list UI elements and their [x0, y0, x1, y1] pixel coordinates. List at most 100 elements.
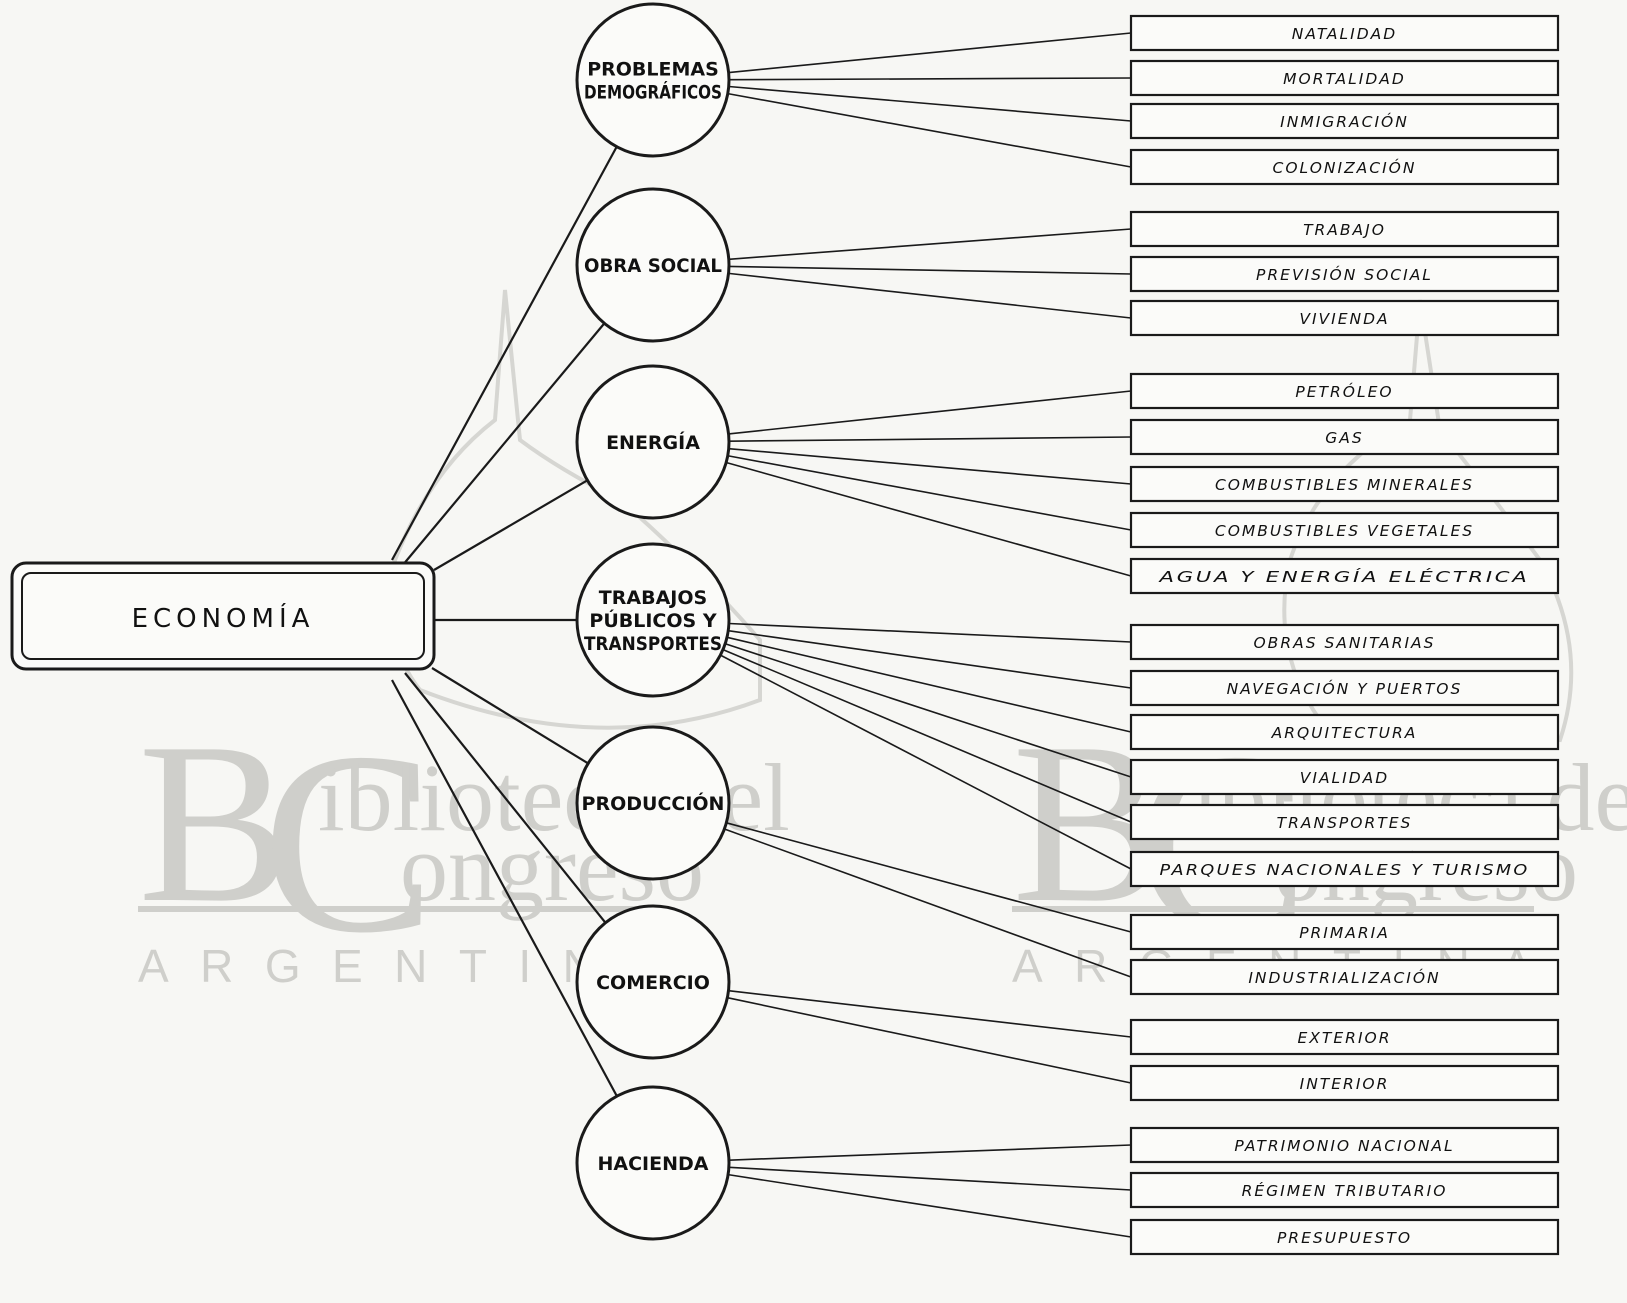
- leaf-box: [1129, 14, 1560, 52]
- connector-root-to-category: [431, 667, 589, 765]
- leaf-label: TRANSPORTES: [1277, 814, 1413, 832]
- connector-root-to-category: [401, 322, 606, 567]
- leaf-label: MORTALIDAD: [1283, 70, 1406, 88]
- leaf-label: AGUA Y ENERGÍA ELÉCTRICA: [1158, 567, 1529, 586]
- leaf-node: NATALIDAD: [1129, 14, 1560, 52]
- leaf-nodes: NATALIDADMORTALIDADINMIGRACIÓNCOLONIZACI…: [1129, 14, 1560, 1256]
- leaf-label: TRABAJO: [1303, 221, 1386, 239]
- category-label: TRANSPORTES: [584, 633, 722, 655]
- watermark-letter-c-left: C: [262, 699, 435, 987]
- leaf-label: ARQUITECTURA: [1271, 724, 1418, 742]
- connector-root-to-category: [404, 672, 607, 924]
- category-node: OBRA SOCIAL: [575, 187, 731, 343]
- leaf-label: COLONIZACIÓN: [1273, 158, 1417, 177]
- connector-category-to-leaf: [728, 622, 1132, 643]
- category-label: ENERGÍA: [606, 431, 700, 454]
- leaf-node: VIVIENDA: [1129, 299, 1560, 337]
- leaf-label: EXTERIOR: [1298, 1029, 1392, 1047]
- leaf-label: PREVISIÓN SOCIAL: [1256, 265, 1433, 284]
- connector-category-to-leaf: [728, 989, 1132, 1038]
- leaf-node: NAVEGACIÓN Y PUERTOS: [1129, 669, 1560, 707]
- leaf-box: [1129, 758, 1560, 796]
- leaf-box: [1129, 1126, 1560, 1164]
- leaf-label: RÉGIMEN TRIBUTARIO: [1242, 1181, 1448, 1200]
- leaf-box: [1129, 255, 1560, 293]
- category-circle: [575, 725, 731, 881]
- leaf-box: [1129, 418, 1560, 456]
- connector-category-to-leaf: [725, 461, 1132, 577]
- leaf-box: [1129, 913, 1560, 951]
- leaf-box: [1129, 1171, 1560, 1209]
- category-node: ENERGÍA: [575, 364, 731, 520]
- leaf-box: [1129, 669, 1560, 707]
- root-box-outer: [10, 561, 436, 671]
- leaf-node: INTERIOR: [1129, 1064, 1560, 1102]
- leaf-label: INTERIOR: [1300, 1075, 1390, 1093]
- leaf-node: RÉGIMEN TRIBUTARIO: [1129, 1171, 1560, 1209]
- category-circle: [575, 904, 731, 1060]
- connector-category-to-leaf: [727, 996, 1132, 1084]
- category-label: PÚBLICOS Y: [589, 608, 716, 632]
- leaf-node: GAS: [1129, 418, 1560, 456]
- watermark-country-left: ARGENTINA: [138, 940, 658, 992]
- leaf-label: OBRAS SANITARIAS: [1253, 634, 1435, 652]
- leaf-node: TRABAJO: [1129, 210, 1560, 248]
- leaf-node: AGUA Y ENERGÍA ELÉCTRICA: [1129, 557, 1560, 595]
- leaf-box: [1129, 59, 1560, 97]
- category-circle: [575, 1085, 731, 1241]
- connector-root-to-category: [391, 146, 618, 561]
- connector-category-to-leaf: [727, 454, 1132, 531]
- connector-category-to-leaf: [720, 654, 1132, 870]
- leaf-box: [1129, 713, 1560, 751]
- leaf-label: GAS: [1325, 429, 1363, 447]
- leaf-label: PETRÓLEO: [1295, 382, 1393, 401]
- category-circle: [575, 364, 731, 520]
- connector-category-to-leaf: [728, 1166, 1132, 1191]
- leaf-box: [1129, 958, 1560, 996]
- connector-lines: [391, 32, 1132, 1238]
- category-label: PROBLEMAS: [587, 59, 719, 81]
- root-label: ECONOMÍA: [132, 602, 315, 634]
- root-node: ECONOMÍA: [10, 561, 436, 671]
- connector-category-to-leaf: [726, 822, 1132, 933]
- leaf-node: PETRÓLEO: [1129, 372, 1560, 410]
- leaf-node: PATRIMONIO NACIONAL: [1129, 1126, 1560, 1164]
- category-label: PRODUCCIÓN: [582, 791, 725, 815]
- connector-category-to-leaf: [728, 447, 1132, 485]
- category-node: HACIENDA: [575, 1085, 731, 1241]
- category-label: DEMOGRÁFICOS: [584, 81, 722, 104]
- leaf-label: PATRIMONIO NACIONAL: [1234, 1137, 1454, 1155]
- category-label: TRABAJOS: [599, 587, 707, 609]
- watermark-rule-right: [1012, 906, 1534, 912]
- leaf-box: [1129, 372, 1560, 410]
- leaf-label: COMBUSTIBLES MINERALES: [1215, 476, 1474, 494]
- leaf-label: INDUSTRIALIZACIÓN: [1248, 968, 1440, 987]
- leaf-box: [1129, 465, 1560, 503]
- connector-root-to-category: [433, 479, 588, 571]
- connector-category-to-leaf: [728, 265, 1132, 275]
- leaf-node: MORTALIDAD: [1129, 59, 1560, 97]
- connector-category-to-leaf: [728, 390, 1132, 435]
- leaf-node: OBRAS SANITARIAS: [1129, 623, 1560, 661]
- root-box-inner: [21, 572, 425, 660]
- leaf-label: NAVEGACIÓN Y PUERTOS: [1227, 679, 1463, 698]
- connector-category-to-leaf: [728, 85, 1132, 122]
- leaf-label: COMBUSTIBLES VEGETALES: [1215, 522, 1474, 540]
- leaf-node: PARQUES NACIONALES Y TURISMO: [1129, 850, 1560, 888]
- connector-category-to-leaf: [728, 32, 1132, 74]
- connector-category-to-leaf: [728, 629, 1132, 689]
- leaf-box: [1129, 850, 1560, 888]
- leaf-node: VIALIDAD: [1129, 758, 1560, 796]
- leaf-label: NATALIDAD: [1292, 25, 1397, 43]
- leaf-node: PRIMARIA: [1129, 913, 1560, 951]
- leaf-node: COLONIZACIÓN: [1129, 148, 1560, 186]
- category-circle: [575, 2, 731, 158]
- category-label: HACIENDA: [598, 1153, 709, 1175]
- connector-category-to-leaf: [727, 1173, 1132, 1238]
- leaf-node: PRESUPUESTO: [1129, 1218, 1560, 1256]
- leaf-box: [1129, 623, 1560, 661]
- connector-category-to-leaf: [722, 648, 1132, 823]
